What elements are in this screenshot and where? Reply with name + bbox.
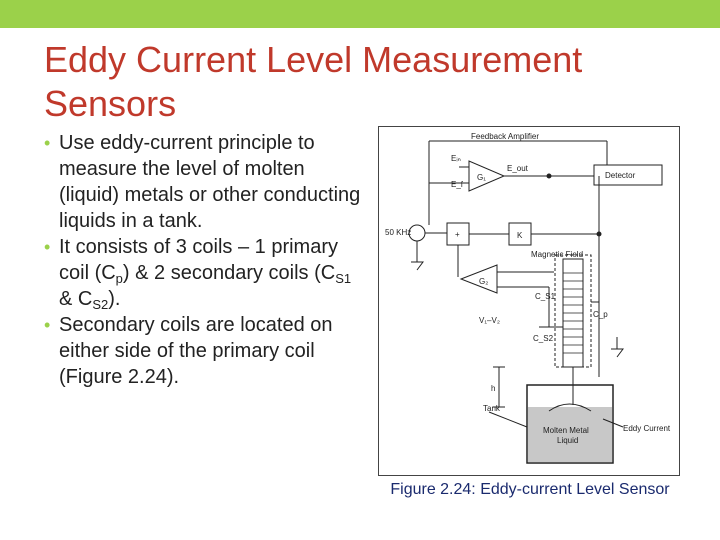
label-cs1: C_S1 [535,292,556,301]
label-h: h [491,384,495,393]
junction-dot-2 [596,231,602,237]
label-g1: G₁ [477,173,486,182]
bullet-text-pre: It consists of 3 coils – 1 primary coil … [59,236,338,284]
label-liquid: Liquid [557,436,578,445]
bullet-text-mid: ) & 2 secondary coils (C [122,262,336,284]
ground-symbol-2 [611,348,624,358]
bullet-item: • Use eddy-current principle to measure … [44,130,364,234]
bullet-text-mid2: & C [59,288,93,310]
amplifier-g2-triangle [459,264,498,294]
label-detector: Detector [605,171,636,180]
tank-leader-line [488,411,528,428]
molten-metal-fill [528,407,612,462]
bullet-dot: • [44,315,51,335]
figure-caption: Figure 2.24: Eddy-current Level Sensor [390,481,670,498]
label-eout: E_out [507,164,529,173]
primary-coil-windings [563,272,583,354]
bullet-item: • It consists of 3 coils – 1 primary coi… [44,234,364,312]
bullet-text: Secondary coils are located on either si… [59,314,333,388]
bullet-dot: • [44,133,51,153]
bullet-item: • Secondary coils are located on either … [44,312,364,390]
subscript-p: p [115,271,123,286]
subscript-s1: S1 [335,271,352,286]
label-feedback-amplifier: Feedback Amplifier [471,132,539,141]
label-k: K [517,231,523,240]
label-ef: E_f [451,180,464,189]
detector-box [593,164,663,186]
bullet-list: • Use eddy-current principle to measure … [44,130,364,390]
bullet-dot: • [44,237,51,257]
label-eddy-current: Eddy Current [623,424,671,433]
slide-title: Eddy Current Level Measurement Sensors [44,39,583,124]
bullet-text-post: ). [108,288,121,310]
eddy-current-arc [548,403,592,412]
label-ein: Eᵢₙ [451,154,461,163]
label-magnetic-field: Magnetic Field [531,250,583,259]
label-cp: C_p [593,310,608,319]
label-cs2: C_S2 [533,334,554,343]
ac-source-symbol [408,224,426,242]
top-accent-bar [0,0,720,28]
label-v1-v2: V₁–V₂ [479,316,500,325]
eddy-current-leader [602,418,624,428]
eddy-current-sensor-diagram: Feedback Amplifier Eᵢₙ E_f G₁ E_out Dete… [378,126,680,476]
junction-dot [546,173,552,179]
label-50khz: 50 KHz [385,228,411,237]
diagram-svg: Feedback Amplifier Eᵢₙ E_f G₁ E_out Dete… [385,132,671,464]
amplifier-g1-triangle [468,160,506,192]
subscript-s2: S2 [92,297,109,312]
label-plus: + [455,230,460,239]
bullet-text: Use eddy-current principle to measure th… [59,132,361,232]
label-molten-metal: Molten Metal [543,426,589,435]
ground-symbol-1 [411,261,424,271]
label-tank: Tank [483,404,501,413]
label-g2: G₂ [479,277,488,286]
